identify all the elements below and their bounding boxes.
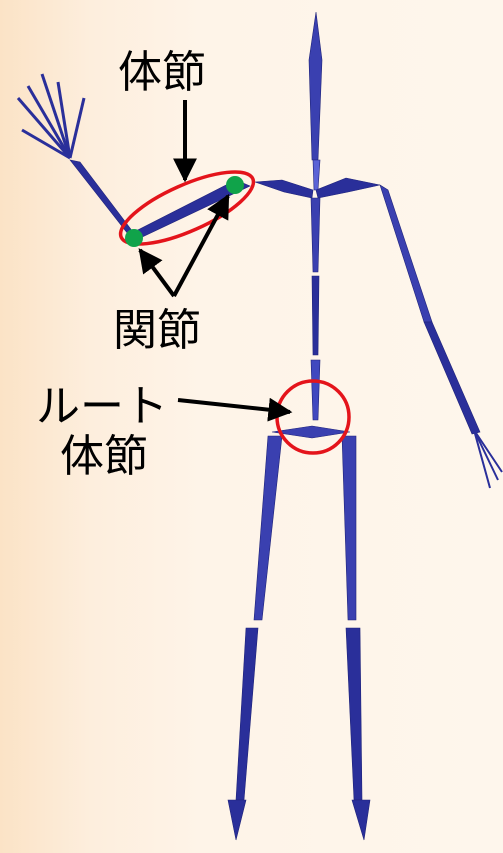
- root-label-line1: ルート: [36, 381, 168, 432]
- right-shin: [345, 627, 363, 801]
- right-forearm: [423, 321, 481, 435]
- left-hand: [16, 73, 86, 160]
- root-segment-label: ルート 体節: [36, 382, 168, 482]
- arrow-to-shoulder-joint: [172, 193, 230, 297]
- left-shin: [235, 627, 259, 801]
- head-segment: [308, 11, 323, 161]
- right-foot: [351, 799, 371, 841]
- arrow-to-root-segment: [177, 397, 293, 422]
- spine-lower: [310, 359, 321, 421]
- arrow-to-elbow-joint: [138, 248, 176, 298]
- right-shoulder-segment: [315, 177, 381, 199]
- right-hand: [473, 429, 503, 489]
- right-thigh: [341, 435, 357, 621]
- annotation-arrows: [138, 100, 293, 422]
- left-forearm: [69, 159, 137, 237]
- body-segment-label: 体節: [118, 47, 206, 98]
- spine-upper: [310, 197, 321, 273]
- right-upper-arm: [379, 184, 433, 323]
- joint-label: 関節: [113, 305, 201, 356]
- root-label-line2: 体節: [60, 431, 148, 482]
- left-thigh: [253, 435, 283, 621]
- spine-mid: [311, 275, 320, 356]
- left-shoulder-segment: [254, 179, 314, 199]
- left-foot: [227, 799, 247, 841]
- shoulder-joint-dot: [226, 176, 244, 194]
- stick-skeleton: [16, 11, 503, 841]
- elbow-joint-dot: [125, 229, 143, 247]
- pelvis-segment: [271, 425, 351, 439]
- body-segment-highlight-ellipse: [118, 170, 256, 246]
